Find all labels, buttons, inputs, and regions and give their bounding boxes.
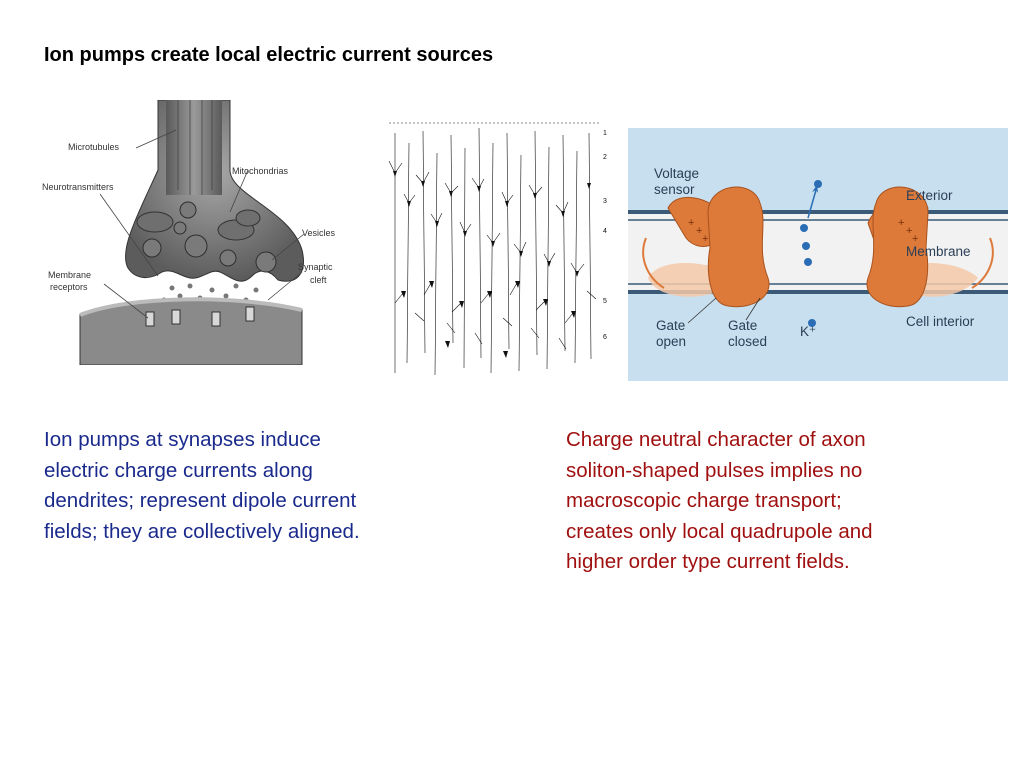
layer-label-5: 5 [603,298,607,305]
layer-label-3: 3 [603,198,607,205]
svg-text:+: + [898,217,904,229]
right-caption-line: creates only local quadrupole and [566,519,873,543]
voltage-sensor-label-1: Voltage [654,166,699,181]
voltage-gated-channel-illustration: +++ +++ Voltage sensor Exterior Membrane… [628,128,1008,381]
right-caption-line: higher order type current fields. [566,550,850,573]
layer-label-6: 6 [603,334,607,341]
neurotransmitters-label: Neurotransmitters [42,182,114,192]
vesicles-label: Vesicles [302,228,336,238]
microtubules-label: Microtubules [68,142,120,152]
layer-label-4: 4 [603,228,607,235]
cortical-layer-labels: 1 2 3 4 5 6 [603,130,607,341]
gate-closed-label-2: closed [728,334,767,349]
membrane-receptors-label-1: Membrane [48,270,91,280]
cortical-layers-drawing: 1 2 3 4 5 6 [388,122,607,376]
synaptic-cleft-label-1: Synaptic [298,262,333,272]
right-caption-line: macroscopic charge transport; [566,489,842,512]
svg-text:+: + [688,217,694,229]
synapse-figure: Microtubules Mitochondrias Neurotransmit… [40,100,360,365]
mitochondrias-label: Mitochondrias [232,166,289,176]
slide-title: Ion pumps create local electric current … [44,44,494,66]
right-caption: Charge neutral character of axon soliton… [566,425,986,578]
gate-open-label-1: Gate [656,318,685,333]
svg-text:+: + [702,233,708,245]
synaptic-cleft-label-2: cleft [310,275,327,285]
voltage-sensor-label-2: sensor [654,182,695,197]
layer-label-2: 2 [603,154,607,161]
left-caption-line: electric charge currents along [44,458,313,482]
ion-channel-figure: +++ +++ Voltage sensor Exterior Membrane… [628,128,1008,381]
membrane-label: Membrane [906,244,971,259]
gate-closed-label-1: Gate [728,318,757,333]
cortex-neuron-figure: 1 2 3 4 5 6 [385,113,615,388]
svg-text:+: + [696,225,702,237]
gate-open-label-2: open [656,334,686,349]
potassium-ion-label: K⁺ [800,324,816,339]
svg-text:+: + [906,225,912,237]
exterior-label: Exterior [906,188,953,203]
left-caption-line: fields; they are collectively aligned. [44,519,360,543]
synapse-illustration: Microtubules Mitochondrias Neurotransmit… [42,100,336,365]
svg-text:+: + [912,233,918,245]
left-caption-line: Ion pumps at synapses induce [44,428,321,451]
left-caption: Ion pumps at synapses induce electric ch… [44,425,484,547]
right-caption-line: soliton-shaped pulses implies no [566,458,863,482]
layer-label-1: 1 [603,130,607,137]
right-caption-line: Charge neutral character of axon [566,428,866,451]
left-caption-line: dendrites; represent dipole current [44,489,357,512]
membrane-receptors-label-2: receptors [50,282,88,292]
cell-interior-label: Cell interior [906,314,975,329]
